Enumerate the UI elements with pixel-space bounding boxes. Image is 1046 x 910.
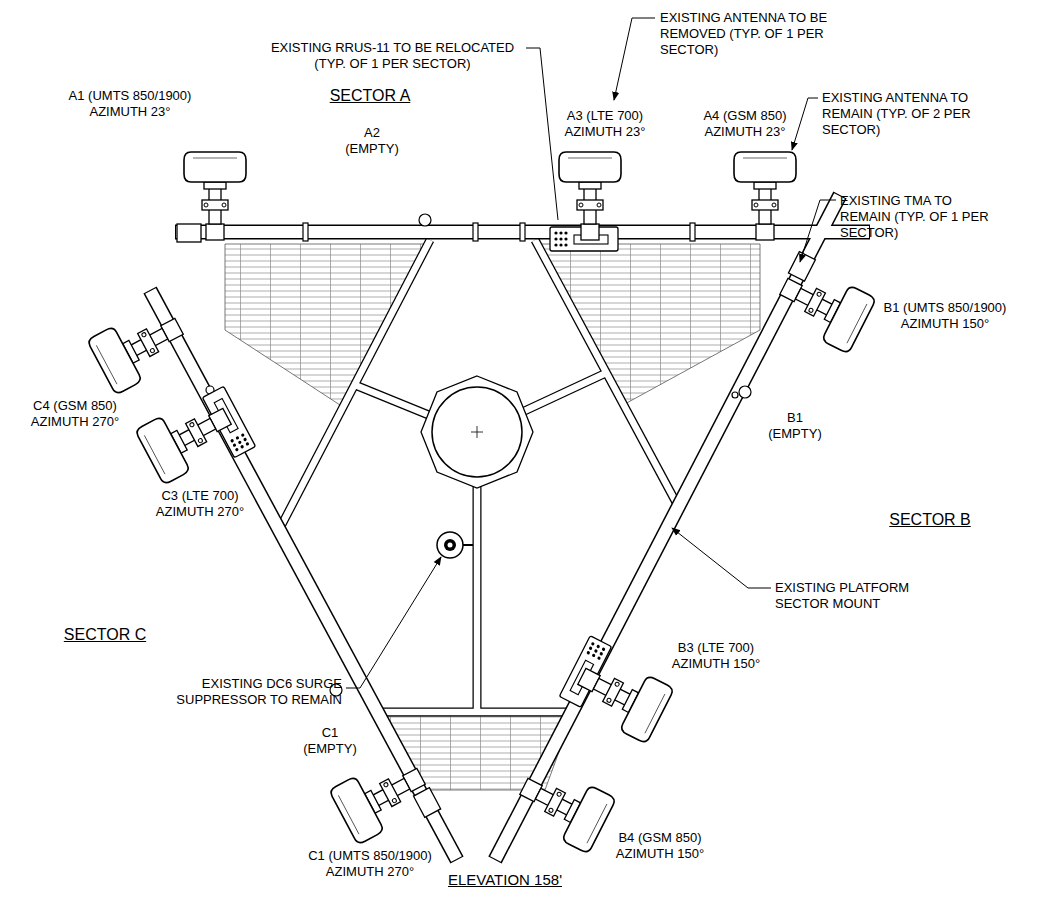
monopole-hub — [421, 376, 533, 488]
antennas — [87, 152, 877, 854]
sector-title: SECTOR A — [310, 86, 430, 106]
sector-pipes — [150, 195, 870, 860]
callout-note: EXISTING TMA TO REMAIN (TYP. OF 1 PER SE… — [840, 193, 1005, 241]
callout-note: EXISTING DC6 SURGE SUPPRESSOR TO REMAIN — [170, 676, 342, 708]
drawing-caption: ELEVATION 158' — [405, 870, 605, 889]
sector-title: SECTOR B — [870, 510, 990, 530]
callout-note: EXISTING PLATFORM SECTOR MOUNT — [775, 580, 925, 612]
antenna-label: B3 (LTE 700) AZIMUTH 150° — [668, 640, 764, 672]
antenna-label: A4 (GSM 850) AZIMUTH 23° — [700, 108, 790, 140]
antenna-label: A3 (LTE 700) AZIMUTH 23° — [560, 108, 650, 140]
callout-note: EXISTING ANTENNA TO REMAIN (TYP. OF 2 PE… — [822, 90, 997, 138]
callout-note: EXISTING RRUS-11 TO BE RELOCATED (TYP. O… — [265, 40, 520, 72]
sector-title: SECTOR C — [45, 625, 165, 645]
antenna-label: A1 (UMTS 850/1900) AZIMUTH 23° — [60, 88, 200, 120]
antenna-label: B1 (EMPTY) — [765, 410, 825, 442]
antenna-label: C3 (LTE 700) AZIMUTH 270° — [152, 488, 248, 520]
antenna-label: A2 (EMPTY) — [342, 125, 402, 157]
antenna-label: B4 (GSM 850) AZIMUTH 150° — [612, 830, 708, 862]
antenna-label: C1 (UMTS 850/1900) AZIMUTH 270° — [300, 848, 440, 880]
leader-lines — [346, 18, 836, 688]
antenna-label: C1 (EMPTY) — [300, 725, 360, 757]
antenna-label: C4 (GSM 850) AZIMUTH 270° — [25, 398, 125, 430]
callout-note: EXISTING ANTENNA TO BE REMOVED (TYP. OF … — [660, 10, 840, 58]
surge-suppressor — [437, 532, 473, 558]
antenna-label: B1 (UMTS 850/1900) AZIMUTH 150° — [875, 300, 1015, 332]
